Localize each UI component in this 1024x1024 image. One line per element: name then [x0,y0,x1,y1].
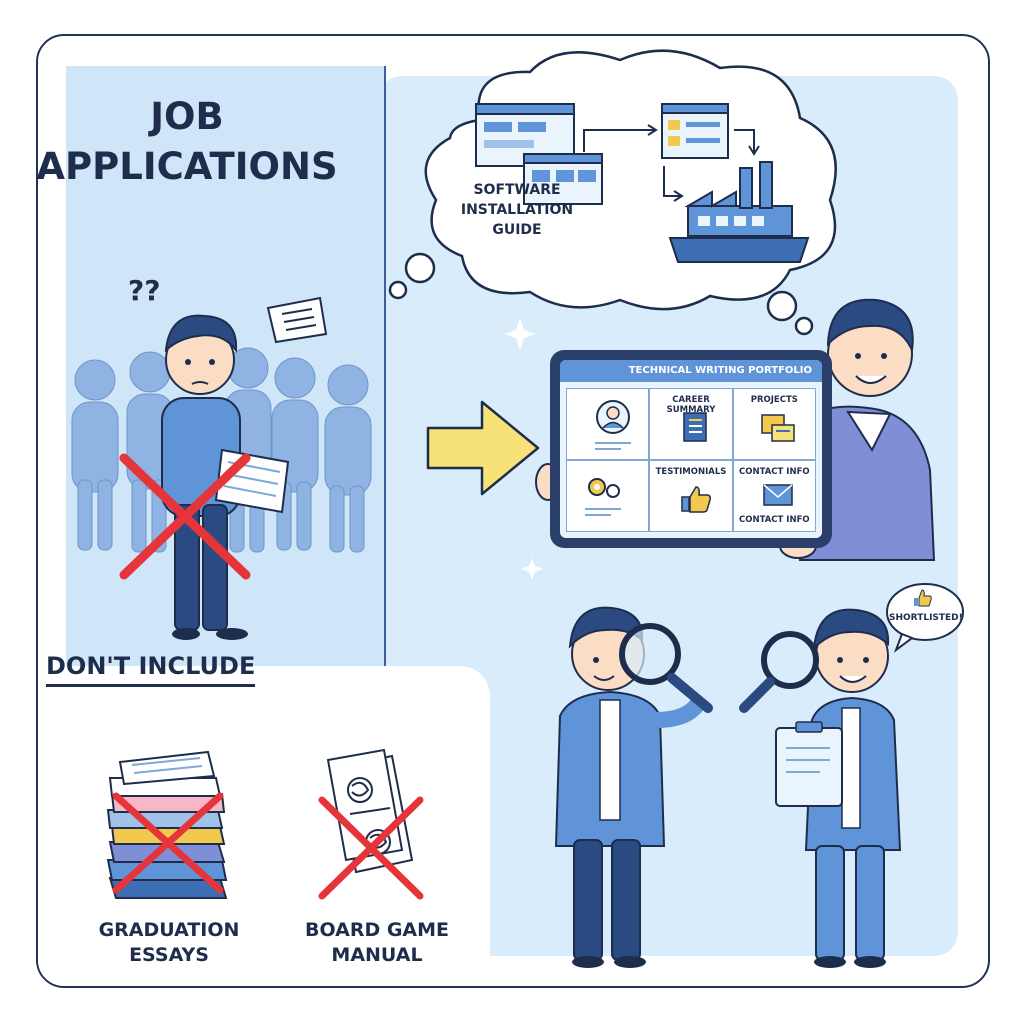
factory-icon [668,161,810,263]
cloud-label-line-1: SOFTWARE INSTALLATION [460,182,574,218]
caption-line-2: MANUAL [331,944,423,966]
sparkle-icon [504,318,543,580]
portfolio-header: TECHNICAL WRITING PORTFOLIO [560,360,822,382]
document-icon [683,412,708,442]
thumbs-up-icon [914,589,932,607]
portfolio-cell-profile[interactable] [566,388,650,460]
confused-marks: ?? [128,274,161,307]
portfolio-cell-career-summary[interactable]: CAREER SUMMARY [649,388,733,460]
software-window-icon [661,103,729,159]
magnifier-icon [739,631,819,713]
cloud-label-line-2: GUIDE [492,222,542,238]
cross-out-icon [318,796,424,900]
software-window-icon [523,153,603,205]
folders-icon [760,414,795,442]
software-window-icon [475,103,575,167]
career-summary-label: CAREER SUMMARY [666,395,716,415]
profile-icon [595,400,631,450]
projects-label: PROJECTS [750,395,798,405]
dont-include-heading: DON'T INCLUDE [46,652,256,687]
board-game-manual-caption: BOARD GAME MANUAL [292,918,462,968]
cross-out-icon [112,792,224,894]
envelope-icon [762,484,793,506]
rejection-cross-icon [119,453,251,580]
shortlisted-text: SHORTLISTED! [889,613,963,623]
clipboard-icon [775,721,843,807]
portfolio-cell-skills[interactable] [566,460,650,532]
portfolio-cell-contact[interactable]: CONTACT INFO CONTACT INFO [732,460,816,532]
speech-bubble [886,583,964,653]
contact-info-label: CONTACT INFO [739,467,810,477]
testimonials-label: TESTIMONIALS [655,467,727,477]
portfolio-cell-testimonials[interactable]: TESTIMONIALS [649,460,733,532]
title-line-2: APPLICATIONS [36,145,338,188]
thumbs-up-icon [681,486,712,513]
portfolio-tablet: TECHNICAL WRITING PORTFOLIO CAREER SUMMA… [550,350,832,548]
gears-icon [585,478,621,516]
reviewer-with-clipboard [804,608,902,968]
reviewer-with-magnifier [554,606,708,968]
caption-line-2: ESSAYS [129,944,209,966]
flow-arrow-icon [583,124,760,202]
graduation-essays-caption: GRADUATION ESSAYS [84,918,254,968]
portfolio-grid: CAREER SUMMARY PROJECTS [566,388,816,532]
caption-line-1: GRADUATION [98,919,240,941]
job-applications-title: JOB APPLICATIONS [28,92,346,192]
tablet-screen: TECHNICAL WRITING PORTFOLIO CAREER SUMMA… [560,360,822,538]
cloud-label: SOFTWARE INSTALLATION GUIDE [432,180,602,240]
title-line-1: JOB [150,95,224,138]
silhouette-person [71,359,119,551]
caption-line-1: BOARD GAME [304,919,450,941]
portfolio-cell-projects[interactable]: PROJECTS [732,388,816,460]
silhouette-person [324,364,372,553]
contact-info-sublabel: CONTACT INFO [739,515,810,525]
magnifier-icon [619,623,713,713]
flying-paper-icon [266,296,328,344]
